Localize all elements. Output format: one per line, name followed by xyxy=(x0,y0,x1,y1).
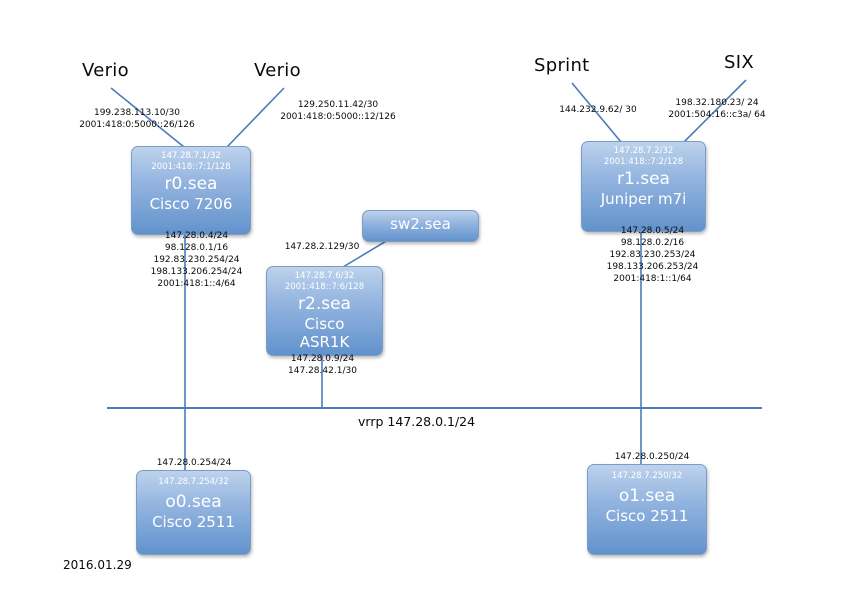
r1-lan-addresses: 147.28.0.5/24 98.128.0.2/16 192.83.230.2… xyxy=(596,225,709,285)
r0-model: Cisco 7206 xyxy=(149,195,233,213)
r1-hostname: r1.sea xyxy=(617,169,670,189)
link-verio1-r0 xyxy=(110,87,185,148)
sw2-r2-link-addr: 147.28.2.129/30 xyxy=(284,242,360,252)
r0-lan-addr: 2001:418:1::4/64 xyxy=(157,279,236,289)
r2-loopback-v4: 147.28.7.6/32 xyxy=(294,271,355,281)
o1-lan-addr: 147.28.0.250/24 xyxy=(614,452,690,462)
r1-lan-addr: 98.128.0.2/16 xyxy=(620,238,685,248)
uplink-label-verio-1: Verio xyxy=(82,60,129,81)
r1-loopback-v4: 147.28.7.2/32 xyxy=(613,146,674,156)
r0-lan-addr: 98.128.0.1/16 xyxy=(164,243,229,253)
r2-loopback-v6: 2001:418::7:6/128 xyxy=(284,281,365,292)
o0-loopback-v4: 147.28.7.254/32 xyxy=(158,477,229,487)
node-r1: 147.28.7.2/32 2001:418::7:2/128 r1.sea J… xyxy=(581,141,706,232)
sw2-link-address: 147.28.2.129/30 xyxy=(266,241,378,253)
r1-loopback-v6: 2001:418::7:2/128 xyxy=(603,156,684,167)
link-sw2-r2 xyxy=(342,236,394,268)
vrrp-bus-label: vrrp 147.28.0.1/24 xyxy=(358,414,476,429)
uplink-sprint-ipv4: 144.232.9.62/ 30 xyxy=(559,105,637,115)
r0-lan-addr: 192.83.230.254/24 xyxy=(153,255,240,265)
o0-model: Cisco 2511 xyxy=(152,512,235,531)
uplink-sprint-addresses: 144.232.9.62/ 30 xyxy=(558,104,638,116)
uplink-verio2-addresses: 129.250.11.42/30 2001:418:0:5000::12/126 xyxy=(279,99,397,123)
link-verio2-r0 xyxy=(226,87,285,148)
o0-lan-address: 147.28.0.254/24 xyxy=(138,457,250,469)
uplink-verio2-ipv4: 129.250.11.42/30 xyxy=(297,100,379,110)
r0-lan-addr: 147.28.0.4/24 xyxy=(164,231,229,241)
uplink-six-ipv4: 198.32.180.23/ 24 xyxy=(675,98,759,108)
o0-hostname: o0.sea xyxy=(165,491,222,512)
uplink-verio1-addresses: 199.238.113.10/30 2001:418:0:5000::26/12… xyxy=(74,107,200,131)
node-o0: 147.28.7.254/32 o0.sea Cisco 2511 xyxy=(136,470,251,555)
r2-lan-addresses: 147.28.0.9/24 147.28.42.1/30 xyxy=(266,353,379,377)
r0-lan-addr: 198.133.206.254/24 xyxy=(150,267,243,277)
r2-model-line2: ASR1K xyxy=(299,333,350,351)
o1-loopback-v4: 147.28.7.250/32 xyxy=(611,471,683,481)
r2-lan-addr: 147.28.0.9/24 xyxy=(290,354,355,364)
uplink-label-verio-2: Verio xyxy=(254,60,301,81)
r1-lan-addr: 192.83.230.253/24 xyxy=(609,250,696,260)
uplink-six-ipv6: 2001:504:16::c3a/ 64 xyxy=(668,110,766,120)
o1-hostname: o1.sea xyxy=(618,485,676,506)
r0-loopback-v6: 2001:418::7:1/128 xyxy=(151,161,231,172)
r2-lan-addr: 147.28.42.1/30 xyxy=(288,366,357,376)
uplink-verio1-ipv4: 199.238.113.10/30 xyxy=(93,108,181,118)
uplink-six-addresses: 198.32.180.23/ 24 2001:504:16::c3a/ 64 xyxy=(658,97,776,121)
uplink-verio2-ipv6: 2001:418:0:5000::12/126 xyxy=(280,112,396,122)
link-sprint-r1 xyxy=(571,82,622,143)
r1-lan-addr: 2001:418:1::1/64 xyxy=(613,274,692,284)
diagram-date: 2016.01.29 xyxy=(63,558,132,572)
node-r2: 147.28.7.6/32 2001:418::7:6/128 r2.sea C… xyxy=(266,266,383,356)
o1-model: Cisco 2511 xyxy=(605,506,689,525)
uplink-verio1-ipv6: 2001:418:0:5000::26/126 xyxy=(79,120,195,130)
o1-lan-address: 147.28.0.250/24 xyxy=(596,451,708,463)
r2-model-line1: Cisco xyxy=(304,315,345,333)
sw2-hostname: sw2.sea xyxy=(390,215,451,233)
uplink-label-sprint: Sprint xyxy=(534,55,590,76)
node-r0: 147.28.7.1/32 2001:418::7:1/128 r0.sea C… xyxy=(131,146,251,235)
o0-lan-addr: 147.28.0.254/24 xyxy=(156,458,232,468)
r2-hostname: r2.sea xyxy=(298,294,351,314)
r1-lan-addr: 147.28.0.5/24 xyxy=(620,226,685,236)
r0-lan-addresses: 147.28.0.4/24 98.128.0.1/16 192.83.230.2… xyxy=(140,230,253,290)
r0-loopback-v4: 147.28.7.1/32 xyxy=(161,151,221,161)
node-sw2: sw2.sea xyxy=(362,210,479,242)
link-six-r1 xyxy=(683,79,747,143)
uplink-label-six: SIX xyxy=(724,52,754,73)
node-o1: 147.28.7.250/32 o1.sea Cisco 2511 xyxy=(587,464,707,555)
r1-lan-addr: 198.133.206.253/24 xyxy=(606,262,699,272)
r1-model: Juniper m7i xyxy=(600,190,687,208)
r0-hostname: r0.sea xyxy=(164,174,218,194)
